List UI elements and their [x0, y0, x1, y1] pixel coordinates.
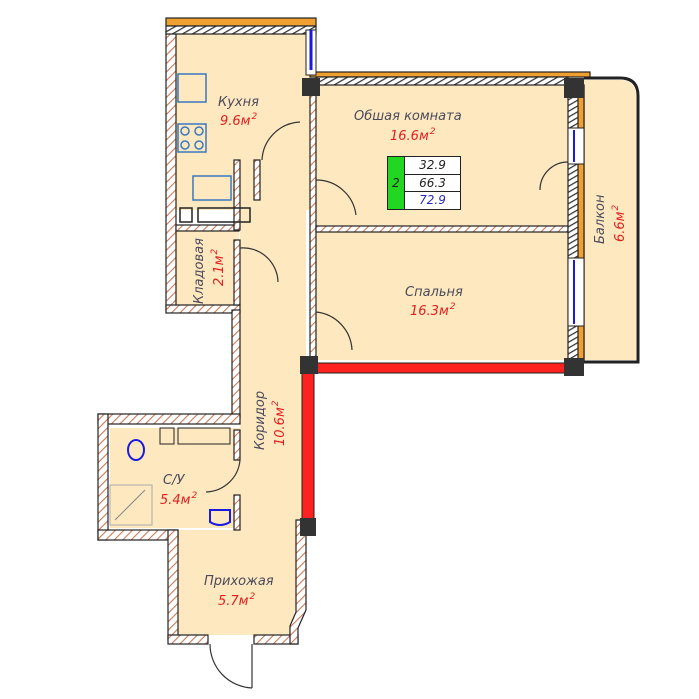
windows [305, 29, 585, 327]
corridor-floor [240, 160, 306, 530]
apartment-summary-box: 2 32.9 66.3 72.9 [387, 156, 461, 210]
doors [205, 121, 569, 689]
balcony-area: 6.6м2 [611, 204, 628, 242]
living-room-area: 16.6м2 [390, 127, 436, 144]
bedroom-area: 16.3м2 [410, 302, 456, 319]
bathroom-floor [110, 428, 240, 528]
hallway-label: Прихожая [204, 574, 274, 589]
living-room-label: Обшая комната [354, 109, 462, 124]
storage-floor [176, 230, 239, 305]
corridor-label: Коридор [253, 390, 268, 450]
living-area-value: 32.9 [405, 157, 460, 175]
hallway-area: 5.7м2 [218, 592, 256, 609]
bedroom-floor [316, 232, 568, 360]
total-with-balcony-value: 72.9 [419, 193, 446, 208]
red-walls [301, 362, 569, 523]
balcony-floor [584, 80, 636, 360]
total-area-value: 66.3 [405, 175, 460, 193]
storage-area: 2.1м2 [210, 248, 227, 286]
storage-label: Кладовая [192, 238, 207, 304]
floor-areas [110, 30, 636, 635]
balcony-label: Балкон [593, 194, 608, 245]
bathroom-label: С/У [163, 473, 185, 488]
bathroom-fixtures [109, 427, 231, 526]
bedroom-label: Спальня [405, 285, 463, 300]
kitchen-label: Кухня [218, 95, 259, 110]
bathroom-area: 5.4м2 [160, 491, 198, 508]
rooms-count: 2 [388, 157, 405, 209]
kitchen-fixtures [177, 73, 251, 223]
hallway-floor [178, 530, 300, 635]
corridor-area: 10.6м2 [271, 400, 288, 447]
columns [300, 78, 584, 536]
kitchen-area: 9.6м2 [220, 112, 258, 129]
